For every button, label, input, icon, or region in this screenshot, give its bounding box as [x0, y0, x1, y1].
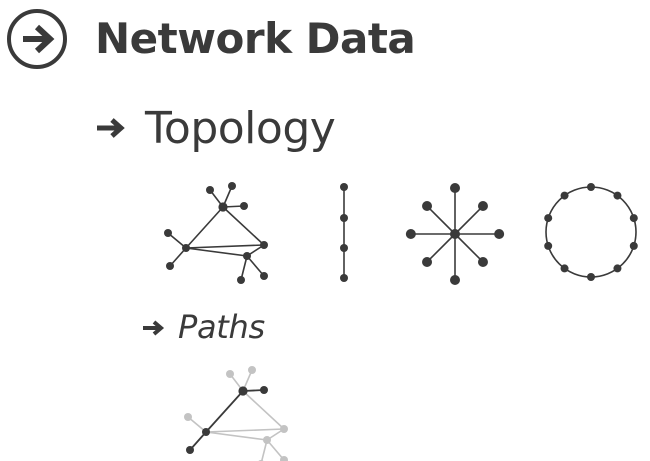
network-link [185, 206, 224, 249]
ring-network-diagram [544, 183, 638, 281]
network-link [426, 233, 456, 263]
path-node [238, 386, 248, 396]
section-label-topology: Topology [145, 103, 336, 154]
faded-node [280, 425, 288, 433]
network-node [340, 214, 348, 222]
subsection-label-paths: Paths [178, 308, 265, 346]
path-node [260, 386, 268, 394]
network-node [228, 182, 236, 190]
network-node [243, 252, 251, 260]
network-node [405, 229, 416, 239]
network-node [422, 201, 433, 212]
network-node [450, 183, 460, 193]
faded-node [184, 413, 192, 421]
network-node [237, 276, 245, 284]
network-node [587, 273, 595, 281]
network-node [260, 241, 268, 249]
network-node [629, 214, 638, 223]
network-node [218, 202, 228, 212]
network-link [454, 205, 484, 235]
network-node [340, 183, 348, 191]
network-link [169, 247, 187, 267]
faded-node [248, 366, 256, 374]
network-node [560, 191, 569, 200]
faded-link [205, 431, 268, 441]
general-network-diagram [164, 182, 268, 284]
path-link [189, 431, 207, 451]
path-node [186, 446, 194, 454]
faded-node [226, 370, 234, 378]
arrow-right-icon [97, 118, 125, 138]
faded-node [280, 456, 288, 461]
network-node [494, 229, 505, 239]
network-node [182, 244, 190, 252]
network-node [340, 244, 348, 252]
network-node [340, 274, 348, 282]
network-node [629, 241, 638, 250]
network-node [560, 264, 569, 273]
network-node [260, 272, 268, 280]
circled-arrow-right-icon [7, 9, 67, 69]
network-link [185, 247, 248, 257]
star-network-diagram [405, 183, 505, 285]
chain-network-diagram [340, 183, 348, 282]
network-link [185, 244, 265, 249]
page-title: Network Data [95, 14, 416, 63]
network-link [222, 206, 265, 246]
path-node [202, 428, 210, 436]
network-node [477, 201, 488, 212]
network-node [166, 262, 174, 270]
ring-link [545, 186, 637, 278]
network-node [613, 264, 622, 273]
network-node [544, 241, 553, 250]
network-link [454, 233, 484, 263]
network-link [426, 205, 456, 235]
faded-link [260, 439, 268, 461]
network-node [422, 256, 433, 267]
faded-link [266, 439, 285, 461]
faded-node [263, 436, 271, 444]
path-link [205, 390, 244, 433]
network-node [587, 183, 595, 191]
network-node [164, 229, 172, 237]
network-node [544, 214, 553, 223]
network-node [613, 191, 622, 200]
network-link [240, 255, 248, 281]
network-node [206, 186, 214, 194]
arrow-right-icon [143, 320, 165, 336]
faded-link [205, 428, 285, 433]
faded-link [242, 390, 285, 430]
network-node [477, 256, 488, 267]
network-link [246, 255, 265, 277]
network-node [450, 275, 460, 285]
network-hub-node [450, 229, 460, 239]
path-network-diagram [184, 366, 288, 461]
network-node [240, 202, 248, 210]
